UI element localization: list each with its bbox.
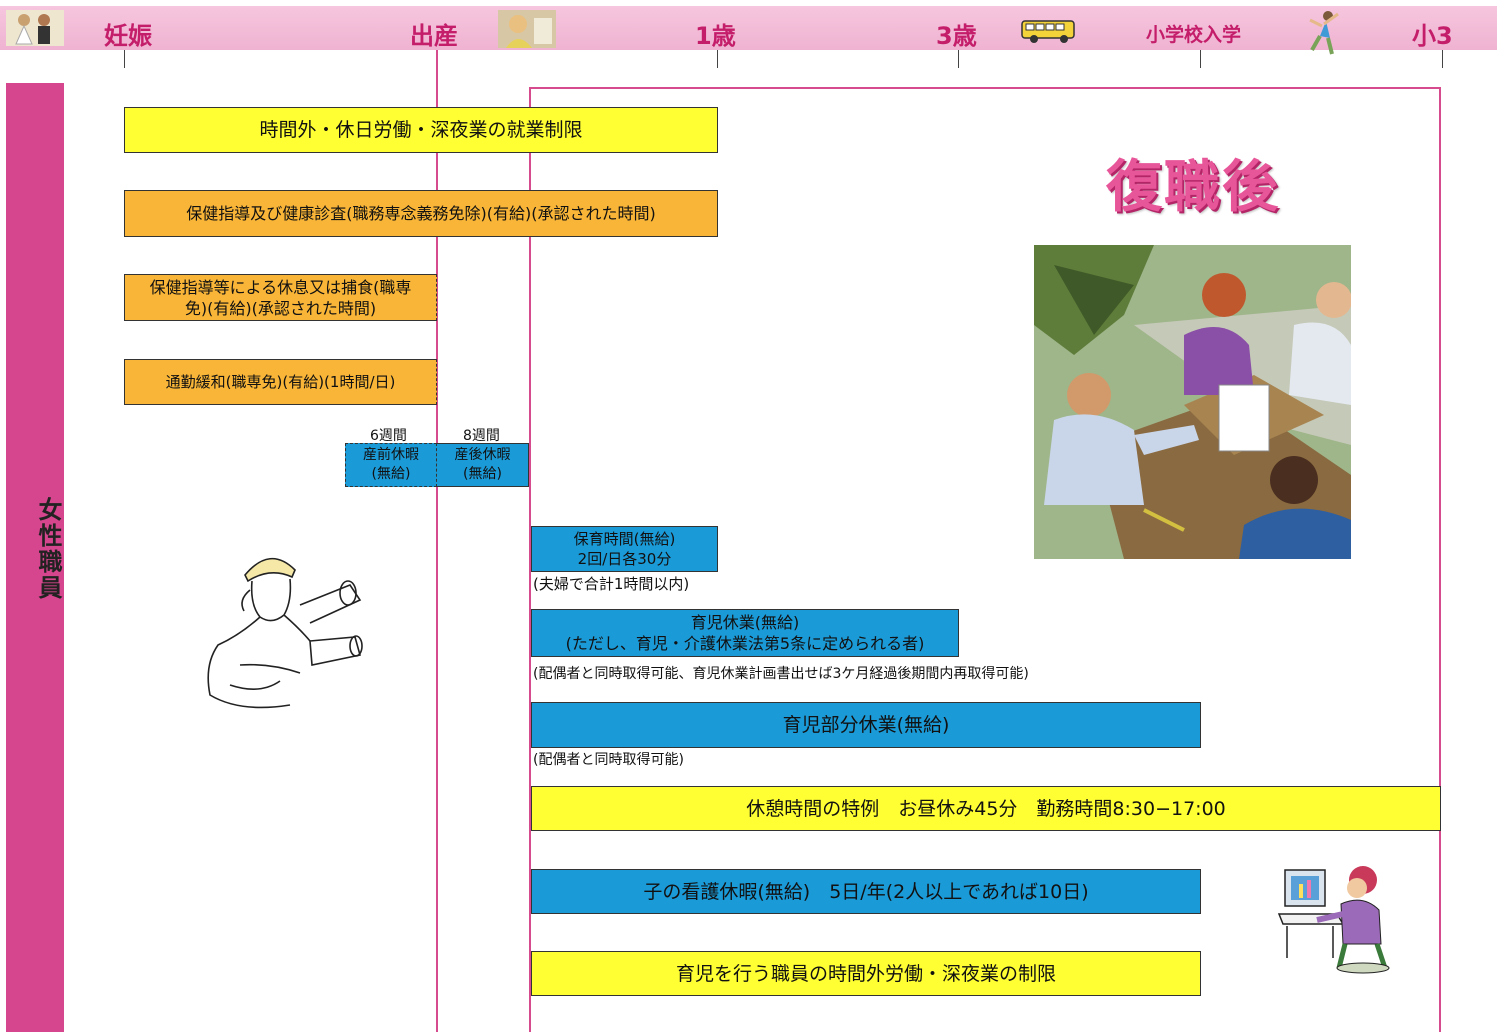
timeline-tick-school-entry [1200,50,1201,68]
school-bus-icon [1020,18,1078,44]
overtime-restriction-label: 時間外・休日労働・深夜業の就業制限 [259,119,583,141]
break-special-bar: 休憩時間の特例 お昼休み45分 勤務時間8:30−17:00 [531,786,1441,831]
childcare-leave-bar: 育児休業(無給) (ただし、育児・介護休業法第5条に定められる者) [531,609,959,657]
nursing-time-label-2: 2回/日各30分 [577,550,672,568]
prenatal-leave-label-1: 産前休暇 [363,447,419,463]
health-guidance-bar: 保健指導及び健康診査(職務専念義務免除)(有給)(承認された時間) [124,190,718,237]
rest-meal-bar: 保健指導等による休息又は捕食(職専 免)(有給)(承認された時間) [124,274,437,321]
timeline-tick-age1 [717,50,718,68]
commute-ease-bar: 通勤緩和(職専免)(有給)(1時間/日) [124,359,437,405]
after-return-title: 復職後 [1106,154,1280,220]
timeline-school-entry: 小学校入学 [1146,24,1242,46]
timeline-band: 妊娠 出産 1歳 3歳 小学校入学 小3 [0,6,1497,55]
commute-ease-label: 通勤緩和(職専免)(有給)(1時間/日) [165,373,396,391]
childcare-overtime-limit-label: 育児を行う職員の時間外労働・深夜業の制限 [675,962,1056,985]
overtime-restriction-bar: 時間外・休日労働・深夜業の就業制限 [124,107,718,153]
nursing-time-bar: 保育時間(無給) 2回/日各30分 [531,526,718,572]
nursing-time-note: (夫婦で合計1時間以内) [533,575,690,593]
timeline-pregnancy: 妊娠 [104,22,152,50]
sick-child-leave-label: 子の看護休暇(無給) 5日/年(2人以上であれば10日) [643,880,1089,903]
office-meeting-illustration [1034,245,1352,559]
dashed-connector [350,152,436,153]
postnatal-leave-label-2: (無給) [463,466,502,482]
prenatal-leave-label-2: (無給) [371,466,411,482]
childcare-leave-note: (配偶者と同時取得可能、育児休業計画書出せば3ケ月経過後期間内再取得可能) [533,666,1029,682]
timeline-birth: 出産 [410,22,458,50]
timeline-tick-age3 [958,50,959,68]
prenatal-leave-bar: 産前休暇 (無給) [345,443,437,487]
nursing-time-label-1: 保育時間(無給) [573,530,676,548]
woman-engineer-illustration [200,545,365,715]
childcare-leave-label-1: 育児休業(無給) [690,613,800,632]
timeline-age3: 3歳 [936,22,977,50]
newborn-baby-icon [498,10,556,48]
postnatal-leave-label-1: 産後休暇 [454,447,511,463]
childcare-leave-label-2: (ただし、育児・介護休業法第5条に定められる者) [565,634,925,653]
partial-leave-bar: 育児部分休業(無給) [531,702,1201,748]
prenatal-weeks-label: 6週間 [370,428,407,444]
birth-guide-line [436,50,438,1032]
woman-at-computer-illustration [1277,858,1395,974]
jumping-child-icon [1300,8,1346,62]
rest-meal-label-2: 免)(有給)(承認された時間) [184,298,377,318]
sick-child-leave-bar: 子の看護休暇(無給) 5日/年(2人以上であれば10日) [531,869,1201,914]
timeline-tick-grade3 [1442,50,1443,68]
break-special-label: 休憩時間の特例 お昼休み45分 勤務時間8:30−17:00 [746,797,1226,820]
rest-meal-label-1: 保健指導等による休息又は捕食(職専 [149,277,412,297]
side-category-label: 女性職員 [34,497,62,601]
bride-couple-icon [4,8,66,48]
health-guidance-label: 保健指導及び健康診査(職務専念義務免除)(有給)(承認された時間) [186,203,656,223]
timeline-age1: 1歳 [695,22,736,50]
postnatal-leave-bar: 産後休暇 (無給) [437,443,529,487]
timeline-tick-pregnancy [124,50,125,68]
side-category-bar: 女性職員 [6,83,64,1032]
childcare-overtime-limit-bar: 育児を行う職員の時間外労働・深夜業の制限 [531,951,1201,996]
postnatal-weeks-label: 8週間 [463,428,500,444]
timeline-grade3: 小3 [1412,22,1453,50]
after-return-frame [529,87,1441,1032]
partial-leave-label: 育児部分休業(無給) [782,714,950,736]
partial-leave-note: (配偶者と同時取得可能) [533,752,684,768]
